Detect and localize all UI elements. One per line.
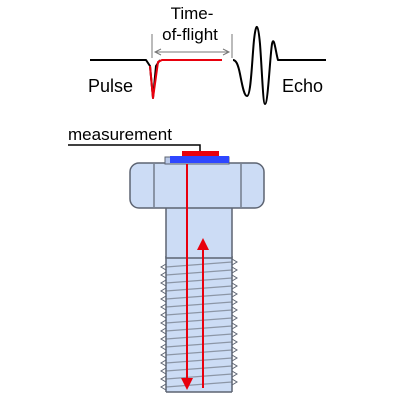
bolt-shank — [165, 205, 233, 259]
thread-notch — [160, 335, 167, 343]
bolt-head — [129, 162, 265, 209]
time-of-flight-label-line2: of-flight — [162, 25, 218, 44]
measurement-leader-line — [68, 144, 201, 152]
thread-notch — [160, 359, 167, 367]
thread-notch — [231, 258, 238, 266]
thread-notch — [231, 306, 238, 314]
thread-line — [165, 341, 233, 348]
thread-line — [165, 285, 233, 292]
thread-notch — [231, 362, 238, 370]
transducer — [170, 156, 229, 163]
thread-line — [165, 373, 233, 380]
time-of-flight-label-line1: Time- — [171, 4, 214, 23]
thread-notch — [231, 330, 238, 338]
thread-notch — [231, 370, 238, 378]
thread-notch — [231, 354, 238, 362]
thread-line — [165, 301, 233, 308]
thread-notch — [160, 271, 167, 279]
thread-line — [165, 269, 233, 276]
thread-notch — [231, 322, 238, 330]
measurement-label: measurement — [68, 125, 172, 144]
thread-notch — [231, 282, 238, 290]
thread-notch — [160, 279, 167, 287]
thread-notch — [160, 351, 167, 359]
thread-line — [165, 365, 233, 372]
thread-notch — [160, 303, 167, 311]
thread-line — [165, 381, 233, 388]
thread-notch — [231, 314, 238, 322]
thread-notch — [231, 298, 238, 306]
thread-line — [165, 317, 233, 324]
thread-line — [165, 333, 233, 340]
time-of-flight-bracket — [151, 34, 233, 58]
thread-notch — [231, 266, 238, 274]
thread-notch — [160, 327, 167, 335]
thread-notch — [160, 367, 167, 375]
bolt-threaded-section — [166, 256, 232, 392]
thread-notch — [160, 343, 167, 351]
pulse-label: Pulse — [88, 76, 133, 96]
arrow-up-icon — [197, 238, 209, 250]
thread-notch — [160, 263, 167, 271]
thread-line — [165, 309, 233, 316]
thread-notch — [160, 319, 167, 327]
thread-notch — [231, 346, 238, 354]
pulse-highlight — [149, 59, 222, 99]
echo-label: Echo — [282, 76, 323, 96]
bolt-threads — [160, 258, 238, 391]
thread-line — [165, 293, 233, 300]
thread-line — [165, 357, 233, 364]
bolt — [129, 151, 265, 393]
echo-signal-trace — [232, 26, 326, 105]
thread-notch — [231, 274, 238, 282]
thread-notch — [231, 290, 238, 298]
transducer-contact — [182, 151, 219, 156]
thread-notch — [160, 375, 167, 383]
arrow-down-icon — [181, 378, 193, 390]
thread-notch — [231, 378, 238, 386]
thread-line — [165, 261, 233, 268]
pulse-signal-trace — [90, 59, 222, 99]
sound-path — [181, 164, 209, 390]
thread-line — [165, 349, 233, 356]
thread-line — [165, 325, 233, 332]
thread-notch — [160, 383, 167, 391]
thread-notch — [160, 311, 167, 319]
thread-notch — [231, 338, 238, 346]
thread-notch — [160, 295, 167, 303]
thread-notch — [160, 287, 167, 295]
thread-line — [165, 277, 233, 284]
